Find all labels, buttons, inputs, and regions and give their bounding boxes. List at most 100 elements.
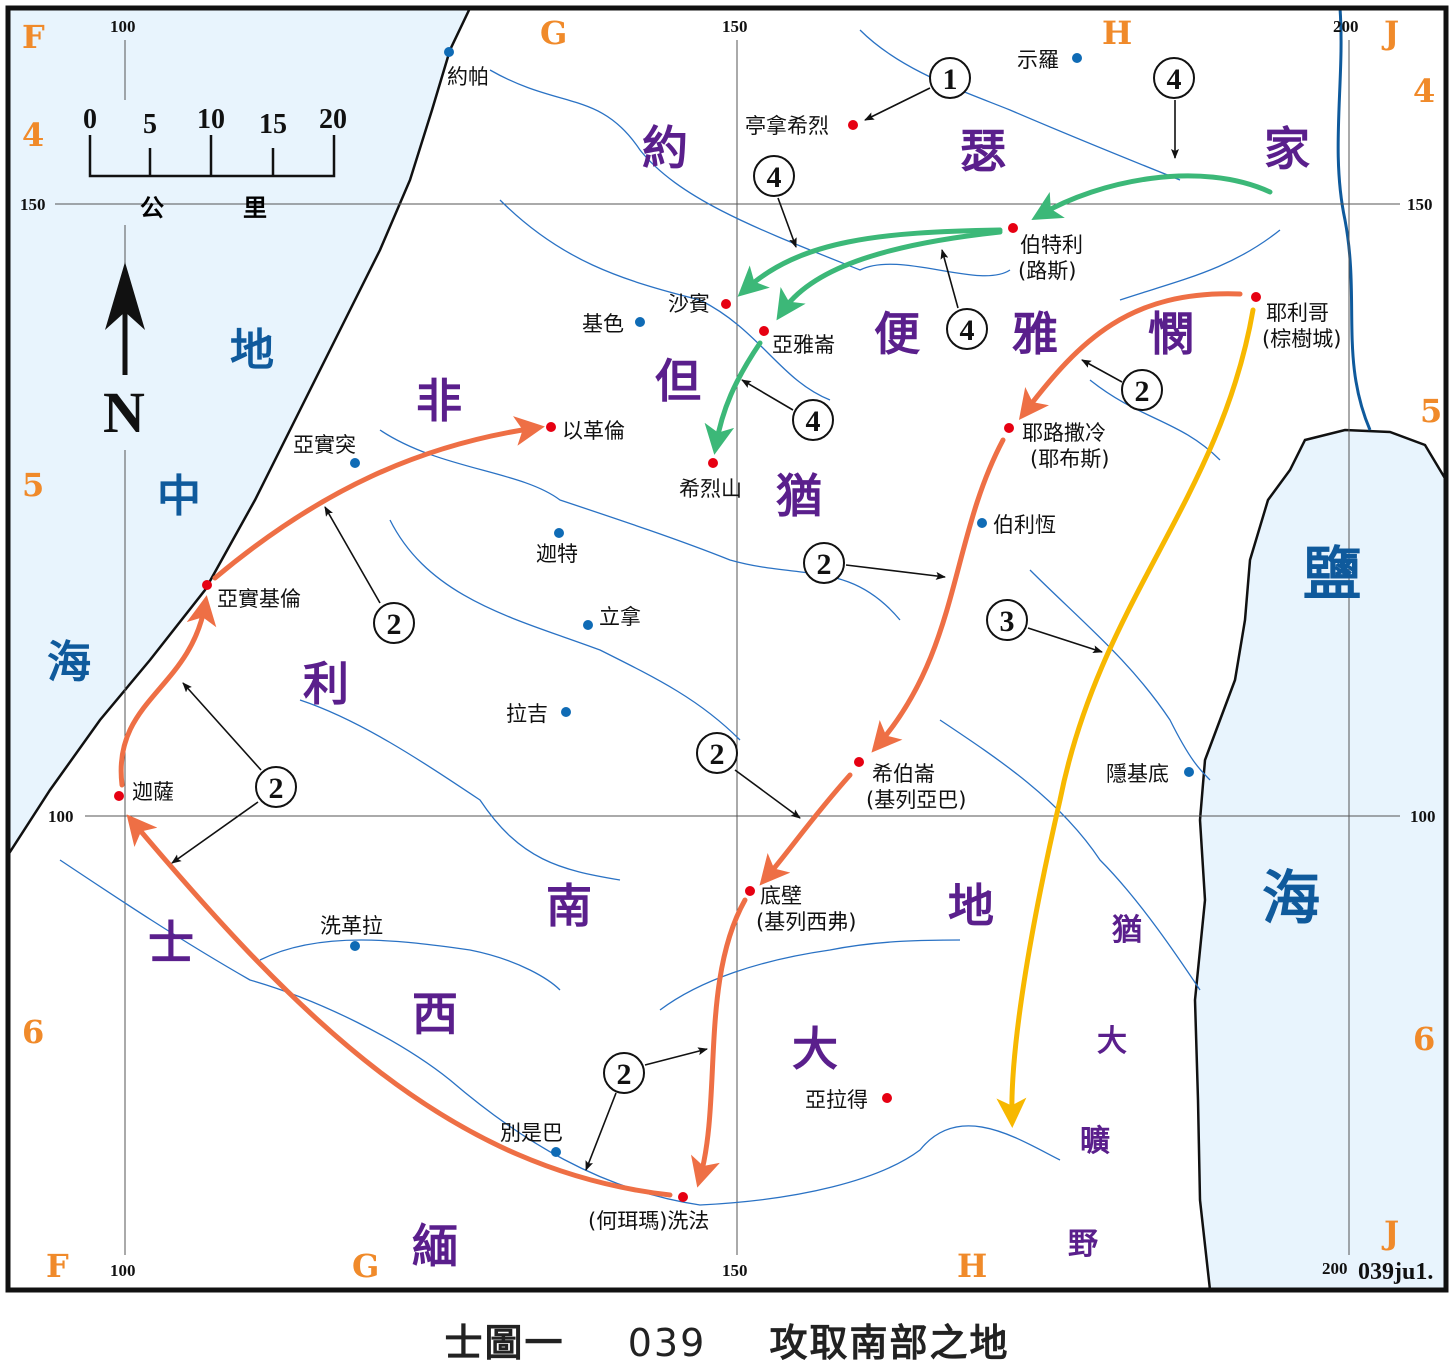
map-label: 家 (1264, 122, 1310, 176)
city-libnah: 立拿 (599, 605, 641, 629)
city-timnath: 亭拿希烈 (745, 114, 829, 138)
route-number-markers: 1 4 4 4 4 2 2 3 2 2 2 2 (255, 57, 1195, 1094)
map-label: 2 (387, 608, 402, 641)
callout-arrows (171, 87, 1179, 1171)
map-label: 4 (806, 405, 821, 438)
route-joseph-bethel (1031, 173, 1273, 221)
marker-2: 2 (373, 602, 415, 644)
route-judah-hebron-debir (759, 772, 853, 886)
map-label: 4 (960, 314, 975, 347)
marker-2: 2 (696, 732, 738, 774)
city-gaza: 迦薩 (132, 780, 174, 804)
map-label: 曠 (1080, 1124, 1110, 1159)
map-label: 2 (817, 548, 832, 581)
city-aijalon: 亞雅崙 (772, 333, 835, 357)
map-label: 3 (1000, 605, 1015, 638)
map-label: 6 (1413, 1020, 1435, 1058)
city-gath: 迦特 (536, 542, 578, 566)
marker-1: 1 (929, 57, 971, 99)
map-label: 鹽 (1303, 540, 1361, 608)
city-lachish: 拉吉 (506, 702, 548, 726)
map-label: 10 (197, 104, 225, 135)
map-label: 憫 (1148, 307, 1194, 361)
city-zephath: (何珥瑪)洗法 (588, 1209, 709, 1233)
city-ashkelon: 亞實基倫 (217, 587, 301, 611)
map-label: G (352, 1247, 379, 1285)
map-label: J (1381, 1214, 1399, 1252)
map-label: 士 (148, 916, 194, 970)
map-label: 20 (319, 104, 347, 135)
map-label: 150 (20, 195, 46, 214)
route-judah-zephath-gaza (126, 814, 673, 1198)
city-ekron: 以革倫 (562, 419, 625, 443)
route-judah-debir-zephath (690, 897, 748, 1188)
map-label: 野 (1068, 1227, 1098, 1262)
sea-labels: 地 中 海 鹽 海 (47, 325, 1361, 932)
route-judah-gaza-ashkelon (118, 595, 217, 788)
map-label: N (103, 380, 145, 445)
map-label: G (540, 14, 567, 52)
map-label: 4 (1413, 72, 1435, 110)
grid-lines (55, 40, 1400, 1255)
city-jericho-alt: (棕樹城) (1262, 327, 1341, 351)
red-cities: 亭拿希烈 伯特利 (路斯) 沙賓 亞雅崙 希烈山 以革倫 亞實基倫 迦薩 耶利哥… (114, 114, 1341, 1233)
map-label: J (1381, 14, 1399, 52)
map-label: 1 (943, 63, 958, 96)
map-label: 6 (22, 1013, 44, 1051)
map-label: 便 (874, 307, 921, 361)
map-label: 200 (1322, 1259, 1348, 1278)
marker-4: 4 (792, 399, 834, 441)
map-label: 公 (140, 194, 164, 222)
map-label: 雅 (1012, 307, 1058, 361)
map-label: 約 (642, 121, 688, 175)
map-label: 緬 (412, 1219, 458, 1273)
marker-2: 2 (803, 542, 845, 584)
grid-labels: F G H J F G H J 4 4 5 5 6 6 100 150 200 … (20, 14, 1442, 1285)
map-label: 地 (948, 879, 994, 933)
marker-2: 2 (1121, 369, 1163, 411)
map-label: 5 (22, 466, 44, 504)
map-label: 2 (617, 1058, 632, 1091)
city-jerusalem: 耶路撒冷 (1022, 421, 1106, 445)
map-label: 100 (110, 17, 136, 36)
marker-4: 4 (753, 155, 795, 197)
city-joppa: 約帕 (447, 65, 489, 89)
city-ashdod: 亞實突 (293, 433, 356, 457)
region-labels: 約 瑟 家 便 雅 憫 但 猶 非 利 士 西 南 地 大 緬 猶 大 曠 野 (148, 121, 1310, 1273)
city-debir-alt: (基列西弗) (756, 910, 856, 934)
map-caption: 士圖一 039 攻取南部之地 (0, 1312, 1454, 1367)
map-label: 100 (110, 1261, 136, 1280)
map-label: 中 (157, 471, 201, 522)
map-label: 4 (1167, 63, 1182, 96)
map: 1 4 4 4 4 2 2 3 2 2 2 2 亭拿希烈 伯特利 (路斯) 沙賓… (5, 5, 1449, 1293)
map-label: 5 (1420, 392, 1442, 430)
map-label: 猶 (776, 469, 822, 523)
city-jericho: 耶利哥 (1266, 301, 1329, 325)
map-label: 4 (22, 116, 44, 154)
map-label: 2 (269, 772, 284, 805)
jordan-river (1336, 7, 1372, 431)
map-id: 039ju1. (1358, 1259, 1433, 1285)
map-label: 海 (1262, 864, 1320, 932)
map-label: 4 (767, 161, 782, 194)
city-shaalbim: 沙賓 (668, 292, 710, 316)
map-label: 100 (48, 807, 74, 826)
marker-2: 2 (603, 1052, 645, 1094)
city-hebron-alt: (基列亞巴) (866, 788, 966, 812)
map-label: 15 (259, 109, 287, 140)
map-label: 150 (1407, 195, 1433, 214)
city-beersheba: 別是巴 (500, 1121, 563, 1145)
map-label: 地 (230, 325, 274, 376)
dead-sea (1193, 428, 1448, 1292)
route-kenite (996, 307, 1256, 1128)
caption-title: 攻取南部之地 (769, 1321, 1010, 1365)
route-joseph-shaalbim (737, 227, 1003, 297)
city-debir: 底壁 (760, 884, 802, 908)
map-label: 大 (792, 1022, 838, 1076)
map-label: H (957, 1247, 987, 1285)
marker-4: 4 (1153, 57, 1195, 99)
north-arrow: N (103, 262, 145, 445)
map-label: 200 (1333, 17, 1359, 36)
caption-code: 039 (627, 1321, 707, 1365)
map-label: 5 (143, 109, 157, 140)
